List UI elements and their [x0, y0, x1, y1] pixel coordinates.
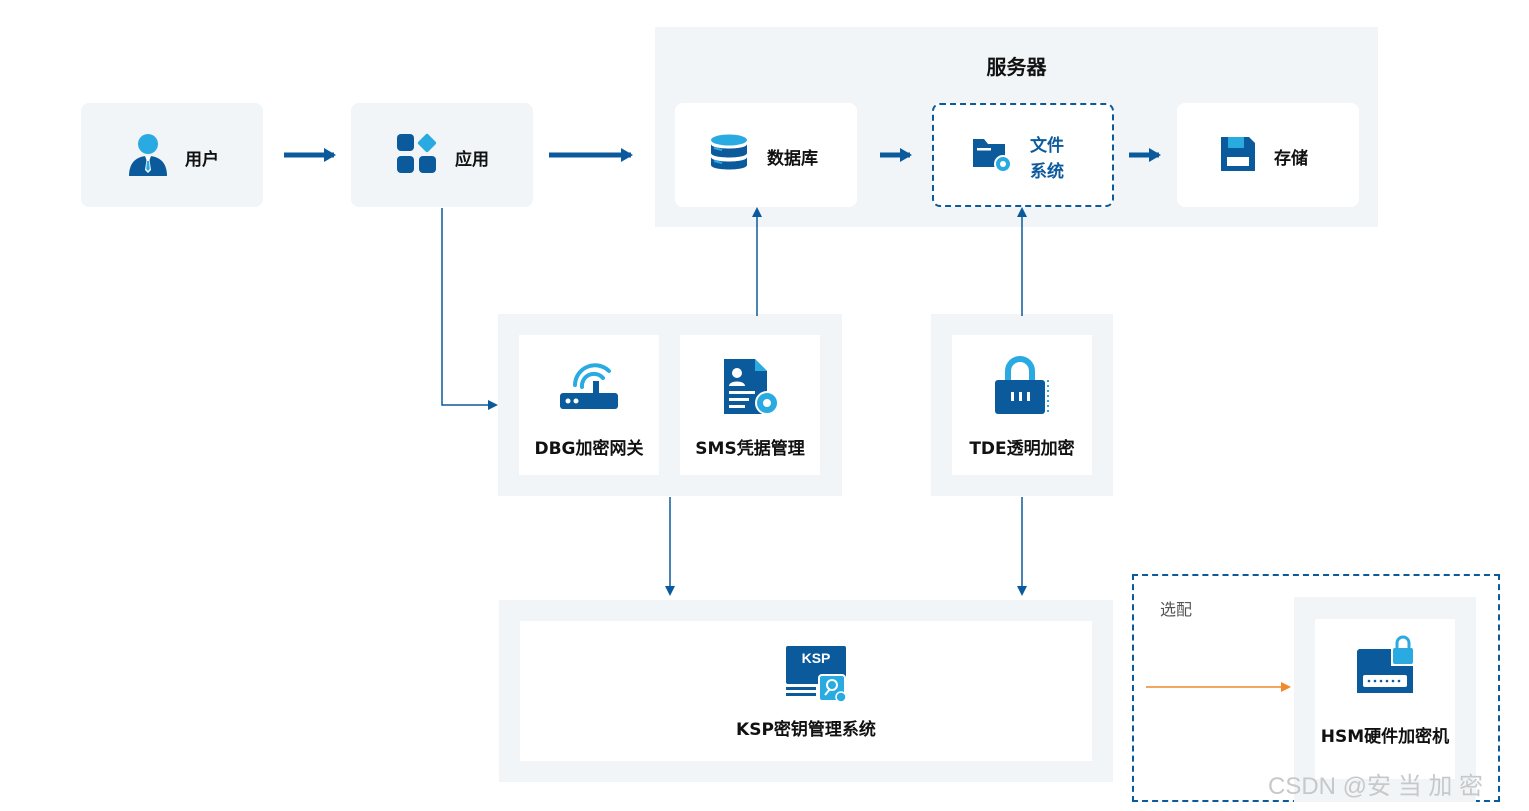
database-label: 数据库: [767, 149, 818, 169]
database-icon: [711, 134, 747, 170]
hsm-node: HSM硬件加密机: [1315, 619, 1455, 779]
gateway-group: DBG加密网关 SMS凭据管理: [498, 314, 842, 496]
ksp-node: KSP KSP密钥管理系统: [520, 621, 1092, 761]
hsm-group: HSM硬件加密机: [1294, 597, 1476, 802]
ksp-badge: KSP: [802, 650, 831, 666]
folder-gear-icon: [973, 139, 1012, 173]
optional-label: 选配: [1160, 600, 1193, 619]
storage-label: 存储: [1274, 149, 1308, 169]
user-icon: [129, 134, 167, 176]
tde-node: TDE透明加密: [952, 335, 1092, 475]
router-icon: [560, 363, 618, 409]
filesystem-node: 文件 系统: [932, 103, 1114, 207]
sms-label: SMS凭据管理: [695, 439, 805, 459]
apps-grid-icon: [397, 133, 437, 173]
tde-group: TDE透明加密: [931, 314, 1113, 496]
storage-node: 存储: [1177, 103, 1359, 207]
watermark: CSDN @安 当 加 密: [1268, 773, 1484, 800]
hsm-label: HSM硬件加密机: [1320, 727, 1450, 747]
optional-frame: 选配 HSM硬件加密机: [1132, 574, 1500, 802]
filesystem-label-line2: 系统: [1030, 162, 1064, 182]
dbg-node: DBG加密网关: [519, 335, 659, 475]
floppy-disk-icon: [1221, 137, 1255, 171]
hsm-device-lock-icon: [1357, 635, 1413, 693]
document-gear-icon: [724, 359, 779, 415]
ksp-group: KSP KSP密钥管理系统: [499, 600, 1113, 782]
user-node: 用户: [81, 103, 263, 207]
ksp-label: KSP密钥管理系统: [736, 720, 876, 740]
server-title: 服务器: [986, 55, 1047, 79]
tde-label: TDE透明加密: [969, 439, 1075, 459]
ksp-monitor-key-icon: KSP: [786, 646, 847, 703]
server-group: 服务器 数据库 文件 系统 存储: [655, 27, 1378, 227]
app-label: 应用: [455, 150, 489, 170]
user-label: 用户: [185, 150, 219, 170]
arrow-app-to-dbg: [441, 208, 498, 410]
database-node: 数据库: [675, 103, 857, 207]
padlock-icon: [995, 356, 1049, 414]
dbg-label: DBG加密网关: [534, 439, 644, 459]
app-node: 应用: [351, 103, 533, 207]
sms-node: SMS凭据管理: [680, 335, 820, 475]
filesystem-label-line1: 文件: [1030, 136, 1064, 156]
